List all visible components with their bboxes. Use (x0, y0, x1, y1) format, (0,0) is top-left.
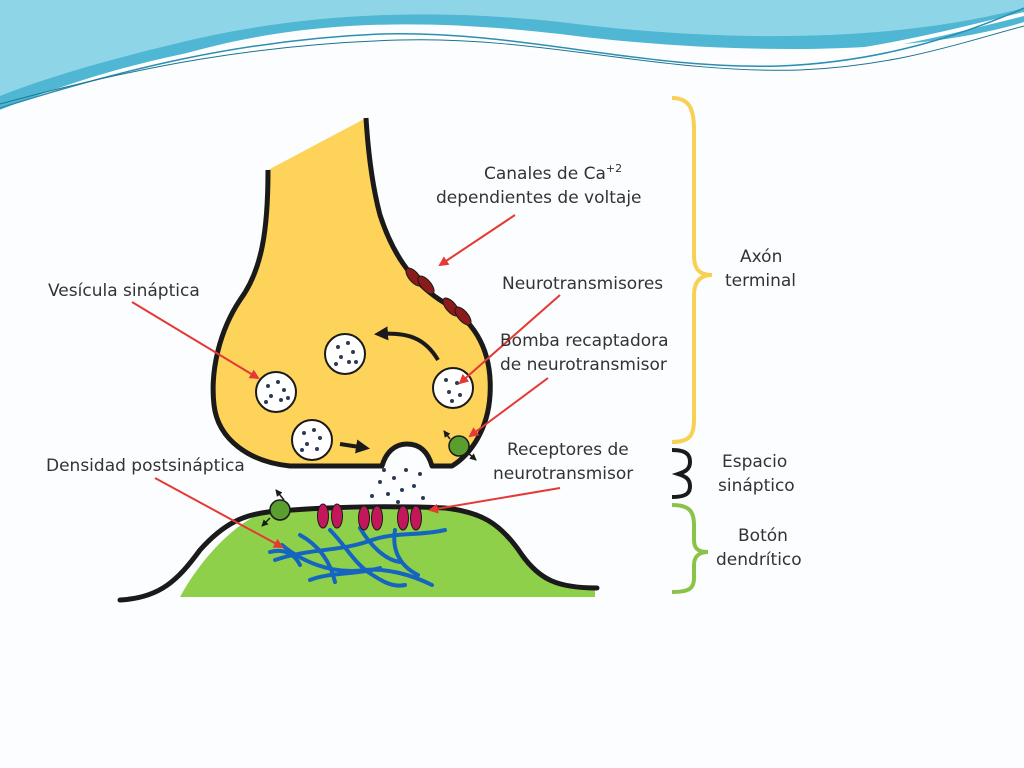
label-receptors-line2: neurotransmisor (493, 464, 633, 484)
vesicle (291, 419, 333, 461)
label-synaptic-vesicle: Vesícula sináptica (48, 281, 200, 301)
vesicle (324, 333, 366, 375)
axon-terminal (210, 117, 493, 469)
bracket-label-axon: Axón (740, 247, 782, 267)
bracket-synaptic-space (671, 448, 693, 499)
diagram-labels: Canales de Ca+2 dependientes de voltaje … (46, 162, 802, 570)
arrow-synaptic-vesicle (131, 301, 260, 380)
arrow-receptors (428, 487, 561, 514)
top-banner (0, 0, 1024, 114)
bracket-label-dendritic: dendrítico (716, 550, 802, 570)
label-calcium-channels-superscript: +2 (606, 162, 622, 175)
vesicle-cycle-arrows (339, 326, 440, 454)
svg-text:Canales de Ca+2: Canales de Ca+2 (484, 162, 622, 184)
bracket-dendritic-button (671, 503, 709, 594)
label-reuptake-pump-line2: de neurotransmisor (500, 355, 667, 375)
arrow-reuptake-pump (468, 377, 549, 438)
dendritic-button (117, 504, 600, 603)
vesicle-refilling (432, 367, 474, 409)
dendrite-reuptake-pump (261, 489, 291, 527)
bracket-label-terminal: terminal (725, 271, 796, 291)
bracket-axon-terminal (671, 96, 713, 444)
synaptic-vesicles (255, 333, 474, 461)
pointer-arrows (131, 214, 561, 548)
neurotransmitter-receptors (317, 503, 422, 531)
bracket-label-synaptic: sináptico (718, 476, 795, 496)
label-reuptake-pump-line1: Bomba recaptadora (500, 331, 669, 351)
label-receptors-line1: Receptores de (507, 440, 629, 460)
bracket-label-space: Espacio (722, 452, 787, 472)
released-neurotransmitters (370, 468, 425, 504)
axon-reuptake-pump (443, 430, 477, 461)
calcium-channels (405, 267, 472, 326)
label-calcium-channels: Canales de Ca (484, 164, 606, 184)
label-neurotransmitters: Neurotransmisores (502, 274, 663, 294)
arrow-neurotransmitters (458, 294, 561, 385)
vesicle (255, 371, 297, 413)
bracket-label-button: Botón (738, 526, 788, 546)
arrow-calcium-channels (438, 214, 516, 267)
label-postsynaptic-density: Densidad postsináptica (46, 456, 245, 476)
arrow-postsynaptic-density (154, 477, 284, 548)
label-calcium-channels-line2: dependientes de voltaje (436, 188, 642, 208)
postsynaptic-filaments (268, 526, 447, 588)
